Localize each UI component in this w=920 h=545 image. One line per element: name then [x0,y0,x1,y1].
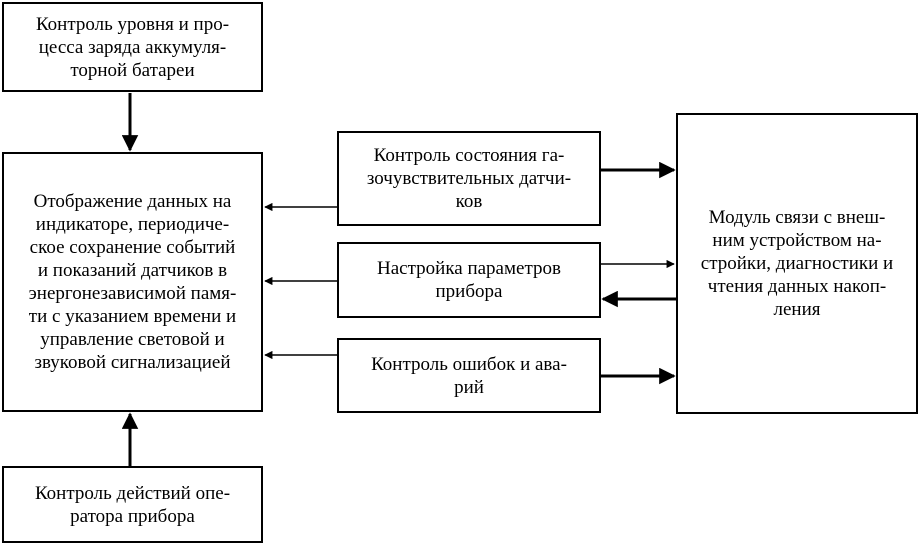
display-storage-label: Отображение данных на индикаторе, период… [28,191,237,373]
gas-sensors-label: Контроль состояния га- зочувствительных … [366,145,572,212]
display-storage-block: Отображение данных на индикаторе, период… [2,152,263,412]
comm-module-label: Модуль связи с внеш- ним устройством на-… [700,207,894,320]
settings-label: Настройка параметров прибора [377,258,561,302]
errors-block: Контроль ошибок и ава- рий [337,338,601,413]
gas-sensors-block: Контроль состояния га- зочувствительных … [337,131,601,226]
battery-control-label: Контроль уровня и про- цесса заряда акку… [35,13,230,81]
errors-label: Контроль ошибок и ава- рий [371,353,567,398]
comm-module-block: Модуль связи с внеш- ним устройством на-… [676,113,918,414]
operator-control-label: Контроль действий опе- ратора прибора [34,482,231,527]
settings-block: Настройка параметров прибора [337,242,601,318]
operator-control-block: Контроль действий опе- ратора прибора [2,466,263,543]
battery-control-block: Контроль уровня и про- цесса заряда акку… [2,2,263,92]
